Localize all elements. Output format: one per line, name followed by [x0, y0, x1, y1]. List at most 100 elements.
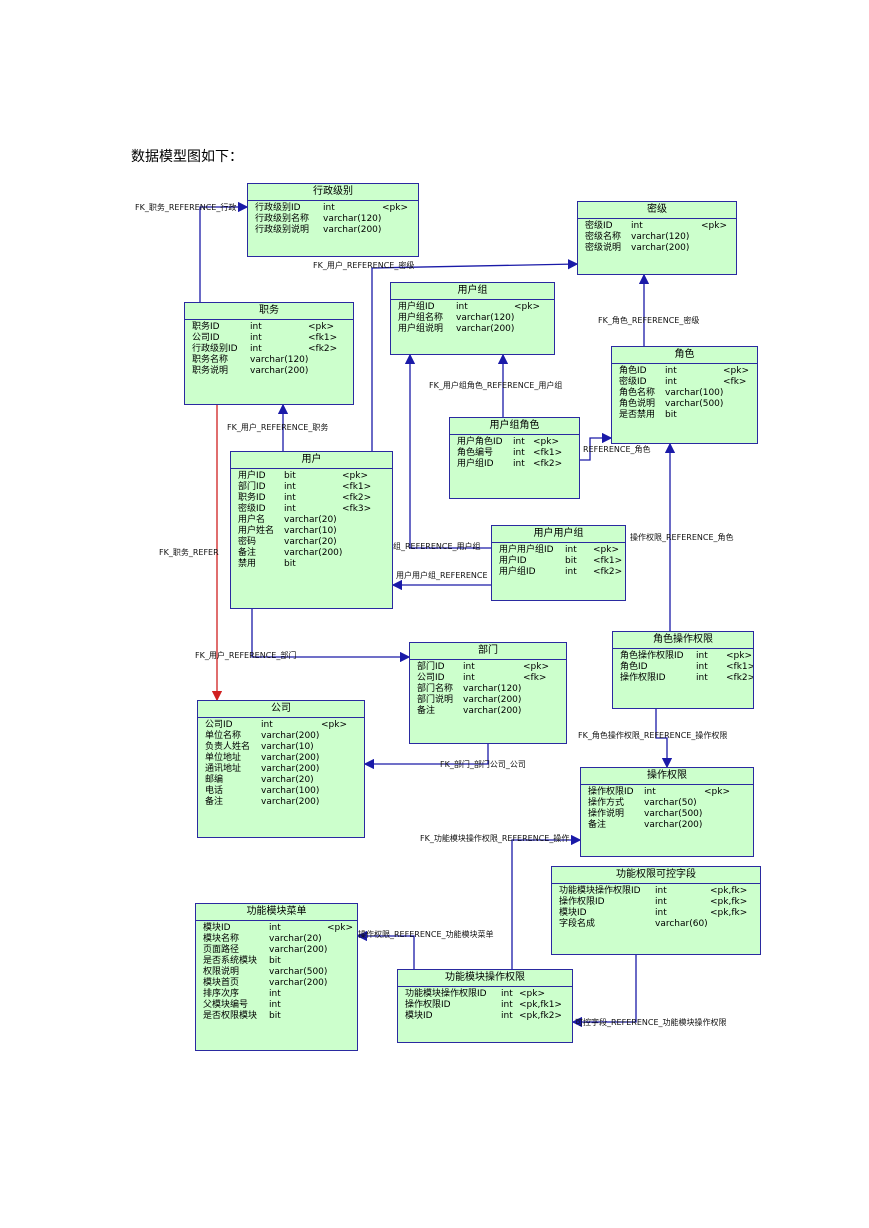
entity-title: 密级	[578, 202, 736, 219]
column-name: 是否权限模块	[203, 1011, 258, 1021]
line-yh-mj	[371, 258, 579, 451]
column-key: <fk1>	[533, 448, 563, 458]
column-name: 职务ID	[238, 493, 266, 503]
entity-title: 角色操作权限	[613, 632, 753, 649]
column-type: varchar(20)	[261, 775, 314, 785]
entity-column: 页面路径 varchar(200)	[199, 945, 354, 956]
column-type: bit	[269, 1011, 281, 1021]
column-type: varchar(200)	[323, 225, 382, 235]
relationship-label: FK_用户组角色_REFERENCE_用户组	[429, 380, 562, 390]
column-name: 行政级别ID	[192, 344, 238, 354]
column-type: varchar(200)	[261, 731, 320, 741]
column-type: varchar(120)	[323, 214, 382, 224]
line-gnqxkkzd-gnmkczqx	[571, 955, 637, 1028]
entity-column: 是否权限模块 bit	[199, 1011, 354, 1022]
column-type: bit	[565, 556, 577, 566]
line-jsczqx-czqx	[655, 709, 673, 769]
column-type: varchar(200)	[463, 695, 522, 705]
column-key: <fk2>	[726, 673, 754, 683]
column-name: 字段名成	[559, 919, 596, 929]
column-type: varchar(200)	[269, 945, 328, 955]
entity-column: 行政级别说明 varchar(200)	[251, 225, 415, 236]
column-name: 操作权限ID	[559, 897, 605, 907]
column-name: 模块ID	[405, 1011, 433, 1021]
column-type: varchar(200)	[269, 978, 328, 988]
column-key: <fk2>	[342, 493, 372, 503]
column-name: 用户姓名	[238, 526, 275, 536]
column-name: 角色ID	[619, 366, 647, 376]
entity-title: 功能权限可控字段	[552, 867, 760, 884]
relationship-label: REFERENCE_角色	[583, 444, 651, 454]
column-name: 是否禁用	[619, 410, 656, 420]
column-type: int	[456, 302, 468, 312]
entity-title: 部门	[410, 643, 566, 660]
entity-title: 功能模块菜单	[196, 904, 357, 921]
column-name: 操作权限ID	[405, 1000, 451, 1010]
column-type: varchar(20)	[284, 515, 337, 525]
column-type: int	[696, 662, 708, 672]
column-type: bit	[284, 559, 296, 569]
column-name: 部门名称	[417, 684, 454, 694]
column-name: 通讯地址	[205, 764, 242, 774]
column-type: varchar(100)	[665, 388, 724, 398]
column-type: int	[655, 908, 667, 918]
relationship-label: FK_职务_REFERENCE_行政	[135, 202, 236, 212]
column-type: int	[513, 459, 525, 469]
entity-title: 操作权限	[581, 768, 753, 785]
line-yh-bm	[251, 609, 411, 663]
column-key: <pk,fk>	[710, 908, 748, 918]
column-name: 用户组ID	[457, 459, 494, 469]
column-name: 用户用户组ID	[499, 545, 554, 555]
column-type: varchar(200)	[456, 324, 515, 334]
column-name: 父模块编号	[203, 1000, 249, 1010]
column-name: 用户ID	[499, 556, 527, 566]
column-key: <pk>	[593, 545, 620, 555]
column-type: int	[250, 344, 262, 354]
column-type: int	[323, 203, 335, 213]
relationship-label: 可控字段_REFERENCE_功能模块操作权限	[575, 1017, 727, 1027]
column-type: varchar(200)	[463, 706, 522, 716]
column-name: 行政级别说明	[255, 225, 310, 235]
column-name: 部门说明	[417, 695, 454, 705]
entity-column: 用户ID bit <fk1>	[495, 556, 622, 567]
column-type: int	[696, 673, 708, 683]
column-type: int	[665, 377, 677, 387]
column-key: <fk1>	[593, 556, 623, 566]
column-name: 功能模块操作权限ID	[559, 886, 641, 896]
column-type: int	[565, 567, 577, 577]
column-type: varchar(50)	[644, 798, 697, 808]
line-bm-gs	[363, 744, 489, 770]
column-name: 页面路径	[203, 945, 240, 955]
column-type: varchar(120)	[456, 313, 515, 323]
column-name: 角色名称	[619, 388, 656, 398]
intro-text: 数据模型图如下：	[131, 149, 243, 165]
